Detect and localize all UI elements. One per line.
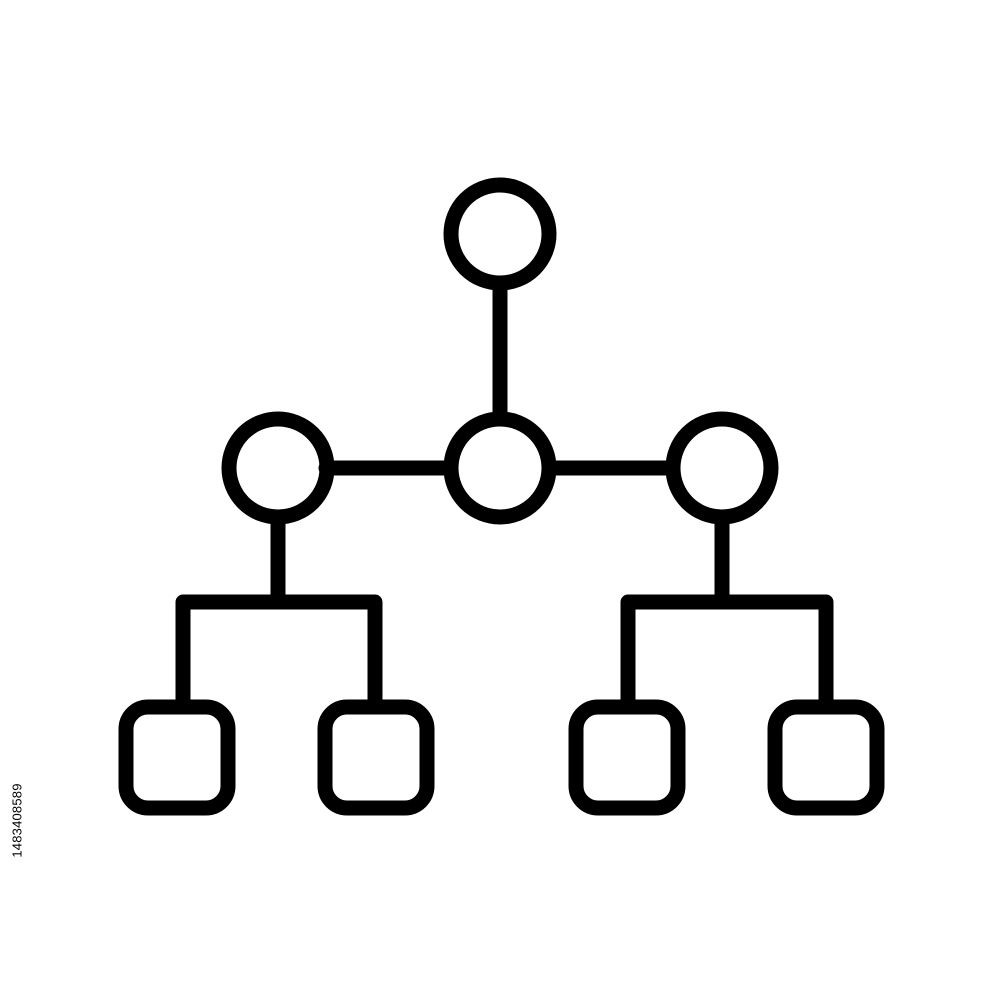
node-left [221,411,335,525]
connector-right-branch-right [714,594,834,713]
connector-left-branch-right [270,594,383,713]
stock-id-label: 1483408589 [8,740,26,900]
connector-right-branch [620,510,730,713]
node-top [443,177,557,291]
leaf-node-1 [118,699,236,816]
leaf-node-2 [317,699,435,816]
stock-id-text: 1483408589 [9,782,25,858]
leaf-node-4 [767,699,885,816]
connector-left-branch [175,510,286,713]
node-center [443,411,557,525]
leaf-node-3 [568,699,686,816]
node-right [665,411,779,525]
